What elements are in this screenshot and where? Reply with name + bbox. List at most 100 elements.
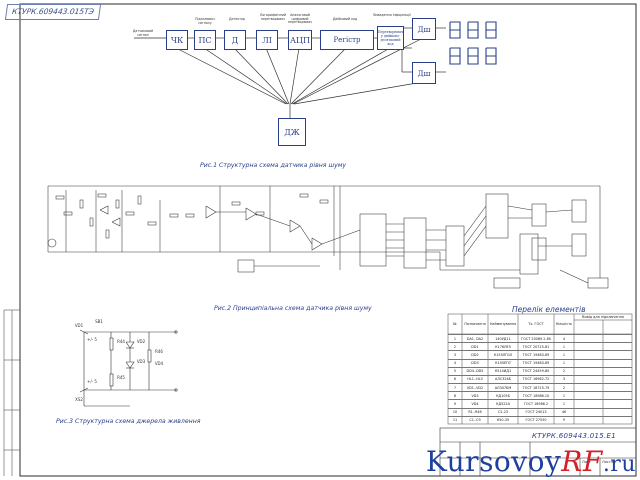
table-cell: DD1 [471,344,479,349]
table-cell: DD3 [471,361,479,366]
table-cell: 5 [453,369,457,374]
table-cell: DA1, DA2 [466,336,484,341]
fig1-small-label-out: Виведення інформації [373,13,411,17]
fig3-label-r46: R46 [155,349,163,354]
fig3-label-r44: R44 [117,339,125,344]
table-cell: R1..R46 [468,410,482,415]
table-cell: 2 [453,344,457,349]
table-cell: 9 [562,418,566,423]
table-cell: 140УД11 [495,336,511,341]
table-cell: 1 [562,361,566,366]
block-dsh-1: Дш [412,18,436,40]
table-cell: ГОСТ 18986.2 [523,401,549,406]
table-cell: 1 [562,352,566,357]
table-cell: 2 [562,369,566,374]
table-cell: DD4..DD5 [466,369,484,374]
table-cell: 3 [453,352,457,357]
table-cell: ГОСТ 23089.2-80 [521,336,551,341]
table-cell: VD1..VD2 [466,385,484,390]
table-row: 7 VD1..VD2 АЛ307БМ ГОСТ 18725-79 2 [448,383,632,391]
table-row: 3 DD2 К155ЛП10 ГОСТ 19480-89 1 [448,350,632,358]
table-cell: ГОСТ 19480-89 [522,352,550,357]
watermark-logo: KursovoyRF.ru [425,445,636,478]
fig3-label-vd4: VD4 [154,361,164,366]
table-cell: 2 [562,385,566,390]
table-row: 2 DD1 К176ЛЕ5 ГОСТ 20725-81 1 [448,342,632,350]
table-row: 5 DD4..DD5 К514ИД1 ГОСТ 24459-80 2 [448,366,632,375]
block-dzh: ДЖ [278,118,306,146]
block-d: Д [224,30,246,50]
table-cell: С2-23 [497,410,509,415]
block-chk: ЧК [166,30,188,50]
fig3-label-v2: +/- 5 [87,379,97,384]
table-header-cell: Тх. ГОСТ [528,322,544,326]
fig2-caption: Рис.2 Принципіальна схема датчика рівня … [214,305,372,312]
table-cell: 1 [562,344,566,349]
title-block-sheet-label: Лист [582,460,591,464]
fig3-label-r45: R45 [117,375,125,380]
block-register: Регістр [320,30,374,50]
fig3-label-vd2: VD2 [136,339,146,344]
table-cell: ГОСТ 16962-72 [522,377,550,382]
table-cell: КД105Б [496,393,510,398]
table-cell: VD4 [471,401,479,406]
table-cell: К514ИД1 [494,369,512,374]
table-cell: 4 [453,361,457,366]
table-cell: АЛ307БМ [494,385,512,390]
table-cell: 1 [562,401,566,406]
fig3-caption: Рис.3 Структурна схема джерела живлення [56,418,201,425]
elements-table-title: Перелік елементів [512,305,586,314]
table-cell: К176ЛЕ5 [495,344,511,349]
table-cell: 6 [453,377,457,382]
table-cell: К50-35 [496,418,510,423]
table-body: 1 DA1, DA2 140УД11 ГОСТ 23089.2-80 4 2 DD1 К176… [448,334,632,424]
table-header-cell: № [453,322,457,326]
table-cell: КД522А [496,401,510,406]
table-cell: ГОСТ 24459-80 [522,369,550,374]
title-block-code: КТУРК.609443.015.Е1 [532,432,617,440]
table-cell: К155ЛП10 [493,352,513,357]
elements-table: № Позначення Найменування Тх. ГОСТ Кільк… [448,314,632,424]
table-cell: ГОСТ 27550 [525,418,547,423]
table-cell: 7 [453,385,457,390]
fig3-label-xs2: XS2 [75,397,83,402]
title-block-sheets-label: Листів [602,460,614,464]
fig1-small-label-amp: Підсилювач сигналу [195,17,215,25]
block-ps: ПС [194,30,216,50]
block-dsh-2: Дш [412,62,436,84]
block-atsp: АЦП [288,30,312,50]
fig1-caption: Рис.1 Структурна схема датчика рівня шум… [200,162,347,169]
fig3-label-sb1: SB1 [95,319,103,324]
block-converter: Перетворювач у двійково-десятковий код [377,26,404,50]
table-cell: ГОСТ 18725-79 [522,385,550,390]
table-cell: 8 [453,393,457,398]
table-cell: ГОСТ 19480-89 [522,361,550,366]
rotated-doc-stamp: КТУРК.609443.015ТЭ [4,4,102,20]
table-cell: 10 [452,410,458,415]
fig1-small-label-input: Датчиковий сигнал [132,29,154,37]
fig1-small-label-adc: Аналоговий цифровий перетворювач [287,13,313,25]
table-cell: 1 [453,336,457,341]
fig3-label-vd3: VD3 [136,359,146,364]
table-cell: VD3 [471,393,479,398]
fig3-label-v1: +/- 5 [87,337,97,342]
table-header-row: № Позначення Найменування Тх. ГОСТ Кільк… [448,314,632,334]
table-cell: ГОСТ 20725-81 [522,344,550,349]
table-cell: ГОСТ 24013 [525,410,547,415]
fig3-label-vd1: VD1 [74,323,84,328]
fig1-small-label-det: Детектор [228,17,246,21]
table-cell: DD2 [471,352,479,357]
table-header-cell: Найменування [489,322,517,326]
table-header-cell: Вивід для підключення [582,315,624,319]
table-cell: 3 [562,377,566,382]
table-header-cell: Позначення [464,322,486,326]
